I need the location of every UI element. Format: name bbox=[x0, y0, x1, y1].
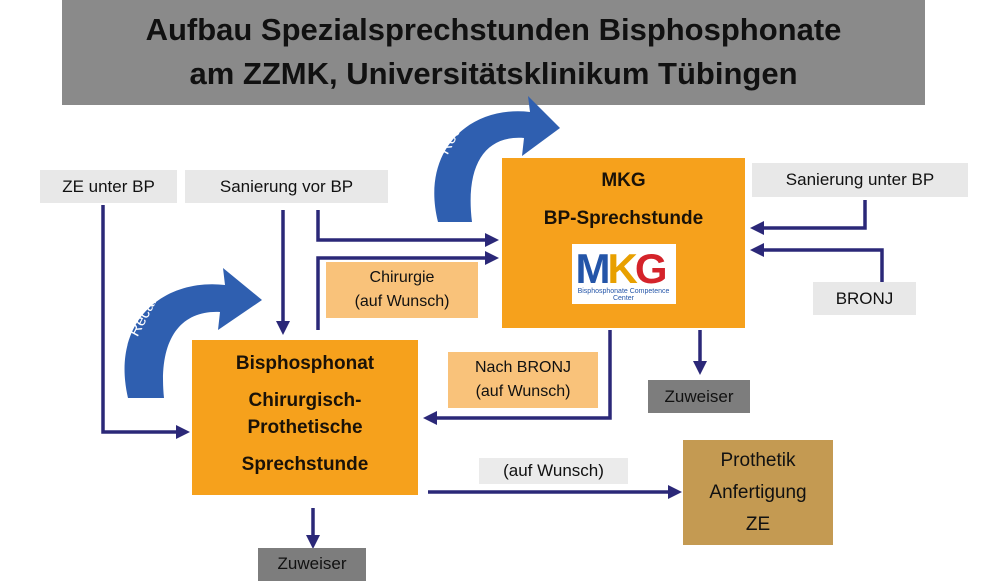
recall-arrow-top bbox=[434, 96, 560, 222]
arrow-sanierung-to-mkg bbox=[316, 210, 499, 247]
title-line-2: am ZZMK, Universitätsklinikum Tübingen bbox=[189, 56, 798, 91]
chirurgie-tag: Chirurgie (auf Wunsch) bbox=[326, 262, 478, 318]
bp-box-line1: Bisphosphonat bbox=[235, 353, 375, 374]
diagram-title: Aufbau Spezialsprechstunden Bisphosphona… bbox=[62, 0, 925, 105]
chirurgie-tag-line2: (auf Wunsch) bbox=[354, 293, 450, 310]
bp-box-line2: Chirurgisch- bbox=[248, 390, 362, 411]
arrow-bronj-to-mkg bbox=[750, 243, 884, 285]
mkg-box-title: MKG bbox=[601, 170, 646, 191]
connector-arrows bbox=[101, 96, 884, 549]
sanierung-unter-bp-label: Sanierung unter BP bbox=[752, 163, 968, 197]
bp-box-line4: Sprechstunde bbox=[241, 454, 369, 475]
arrow-sanierung-unter-to-mkg bbox=[750, 200, 867, 235]
mkg-logo: MKG Bisphosphonate Competence Center bbox=[571, 244, 676, 304]
arrow-bp-to-mkg bbox=[316, 251, 499, 330]
chirurgie-tag-line1: Chirurgie bbox=[369, 269, 435, 286]
mkg-bp-sprechstunde-box: MKG BP-Sprechstunde MKG Bisphosphonate C… bbox=[502, 158, 745, 328]
nach-bronj-tag: Nach BRONJ (auf Wunsch) bbox=[448, 352, 598, 408]
mkg-box-subtitle: BP-Sprechstunde bbox=[543, 208, 704, 229]
zuweiser-bottom: Zuweiser bbox=[258, 548, 366, 581]
arrow-ze-to-bp bbox=[101, 205, 190, 439]
bp-box-line3: Prothetische bbox=[247, 417, 363, 438]
sanierung-vor-bp-label: Sanierung vor BP bbox=[185, 170, 388, 203]
bp-chirurgisch-prothetische-box: Bisphosphonat Chirurgisch- Prothetische … bbox=[192, 340, 418, 495]
nach-bronj-line2: (auf Wunsch) bbox=[475, 383, 571, 400]
recall-arrow-bottom bbox=[124, 268, 262, 398]
ze-unter-bp-label: ZE unter BP bbox=[40, 170, 177, 203]
title-line-1: Aufbau Spezialsprechstunden Bisphosphona… bbox=[145, 12, 842, 47]
auf-wunsch-label: (auf Wunsch) bbox=[479, 458, 628, 484]
prothetik-line3: ZE bbox=[745, 514, 771, 535]
prothetik-box: Prothetik Anfertigung ZE bbox=[683, 440, 833, 545]
nach-bronj-line1: Nach BRONJ bbox=[474, 359, 572, 376]
zuweiser-right: Zuweiser bbox=[648, 380, 750, 413]
prothetik-line2: Anfertigung bbox=[709, 482, 807, 503]
prothetik-line1: Prothetik bbox=[720, 450, 796, 471]
arrow-mkg-to-bp bbox=[423, 330, 612, 425]
bronj-label: BRONJ bbox=[813, 282, 916, 315]
